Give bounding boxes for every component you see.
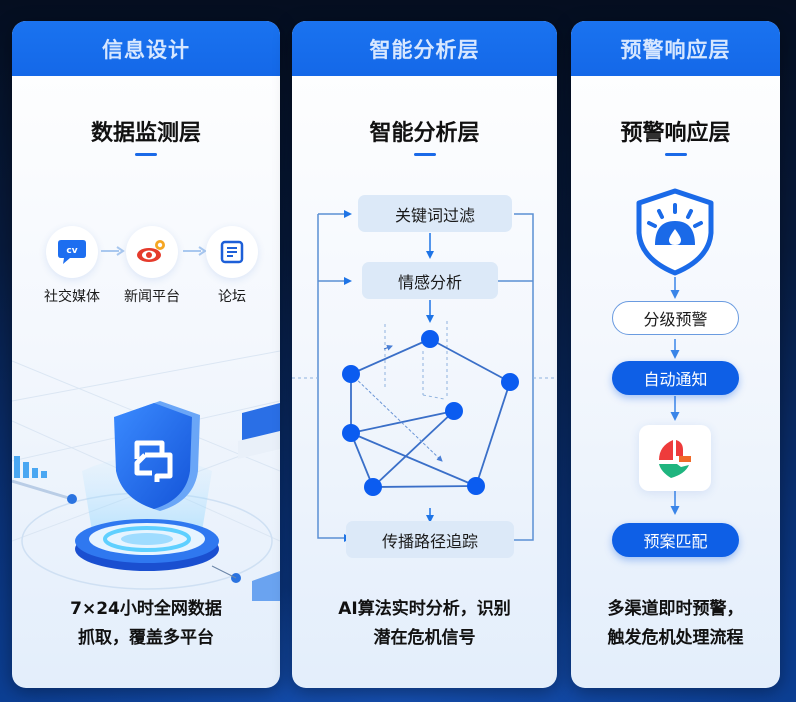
panel-intelligent-analysis: 智能分析层 智能分析层 xyxy=(292,21,557,688)
shield-alarm-icon xyxy=(636,188,714,276)
panel-header: 信息设计 xyxy=(12,21,280,76)
flow-step-sentiment-analysis: 情感分析 xyxy=(362,262,498,299)
panel-title: 智能分析层 xyxy=(369,121,480,146)
description-line: 潜在危机信号 xyxy=(373,628,476,648)
step-graded-alert: 分级预警 xyxy=(612,301,739,335)
weibo-eye-icon xyxy=(126,226,178,278)
panel-title: 数据监测层 xyxy=(90,121,201,146)
panel-data-monitoring: 信息设计 数据监测层 cv 社交媒体 xyxy=(12,21,280,688)
analysis-flow-diagram xyxy=(292,210,557,542)
flow-step-propagation-tracking: 传播路径追踪 xyxy=(346,521,514,558)
title-underline xyxy=(413,153,436,156)
source-news-platform: 新闻平台 xyxy=(117,226,187,306)
step-plan-matching: 预案匹配 xyxy=(612,523,739,557)
panel-description: 多渠道即时预警， 触发危机处理流程 xyxy=(571,595,780,653)
description-line: AI算法实时分析，识别 xyxy=(338,599,511,619)
description-line: 触发危机处理流程 xyxy=(607,628,744,648)
title-underline xyxy=(664,153,687,156)
description-line: 多渠道即时预警， xyxy=(607,599,744,619)
source-social-media: cv 社交媒体 xyxy=(37,226,107,306)
svg-text:cv: cv xyxy=(66,246,77,256)
chat-bubble-icon: cv xyxy=(46,226,98,278)
panel-alert-response: 预警响应层 预警响应层 分级预警 自动通知 xyxy=(571,21,780,688)
arrow-right-icon xyxy=(183,246,207,256)
source-label: 社交媒体 xyxy=(44,289,100,305)
panel-header: 预警响应层 xyxy=(571,21,780,76)
arrow-right-icon xyxy=(101,246,125,256)
flow-step-keyword-filter: 关键词过滤 xyxy=(358,195,512,232)
shield-on-platform-icon xyxy=(12,350,280,601)
source-label: 新闻平台 xyxy=(124,289,180,305)
document-icon xyxy=(206,226,258,278)
panel-header: 智能分析层 xyxy=(292,21,557,76)
source-list: cv 社交媒体 新闻平台 xyxy=(37,226,258,306)
description-line: 7×24小时全网数据 xyxy=(70,599,222,619)
source-forum: 论坛 xyxy=(197,226,267,306)
panel-description: AI算法实时分析，识别 潜在危机信号 xyxy=(292,595,557,653)
description-line: 抓取，覆盖多平台 xyxy=(78,628,214,648)
source-label: 论坛 xyxy=(218,289,246,305)
step-auto-notify: 自动通知 xyxy=(612,361,739,395)
response-flow-arrows xyxy=(670,277,680,515)
panel-title: 预警响应层 xyxy=(620,121,731,146)
title-underline xyxy=(135,153,157,156)
panel-description: 7×24小时全网数据 抓取，覆盖多平台 xyxy=(12,595,280,653)
app-logo-icon xyxy=(639,425,711,491)
